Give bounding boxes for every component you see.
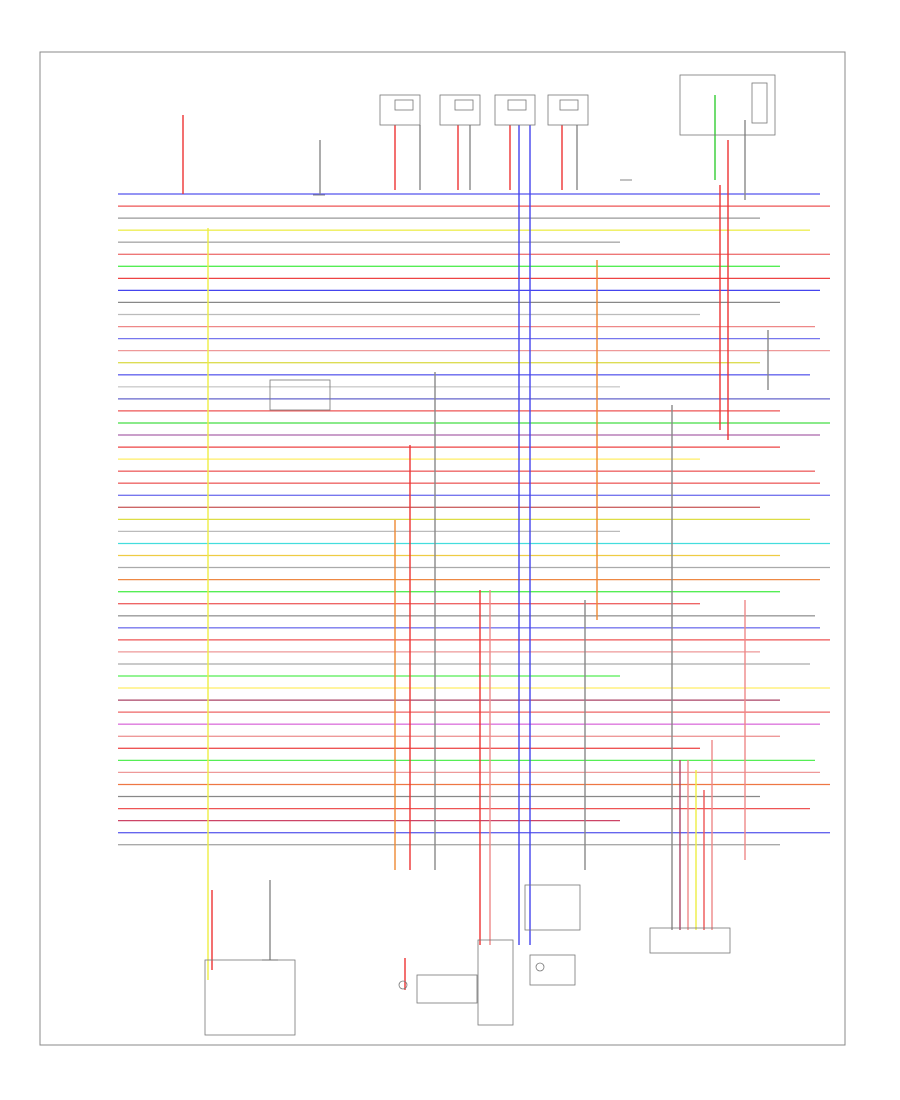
lamp-icon (535, 962, 545, 972)
sensor-box (529, 954, 576, 986)
horizontal-wire-group (118, 193, 830, 846)
sensor-box (524, 884, 581, 931)
relay-box (494, 94, 536, 126)
vertical-wire-group (182, 95, 769, 990)
fuse-box (507, 99, 527, 111)
fuse-box (394, 99, 414, 111)
switch-box (751, 82, 768, 124)
relay-box (547, 94, 589, 126)
lamp-icon (398, 980, 408, 990)
fuse-box (559, 99, 579, 111)
connector-box (649, 927, 731, 954)
switch-box (269, 379, 331, 411)
ground-symbol-group (262, 179, 632, 961)
diagram-border (39, 51, 846, 1046)
relay-box (379, 94, 421, 126)
sensor-box (416, 974, 478, 1004)
relay-box (439, 94, 481, 126)
sensor-box (204, 959, 296, 1036)
fuse-box (454, 99, 474, 111)
component-group (204, 74, 776, 1036)
connector-box (477, 939, 514, 1026)
switch-box (679, 74, 776, 136)
